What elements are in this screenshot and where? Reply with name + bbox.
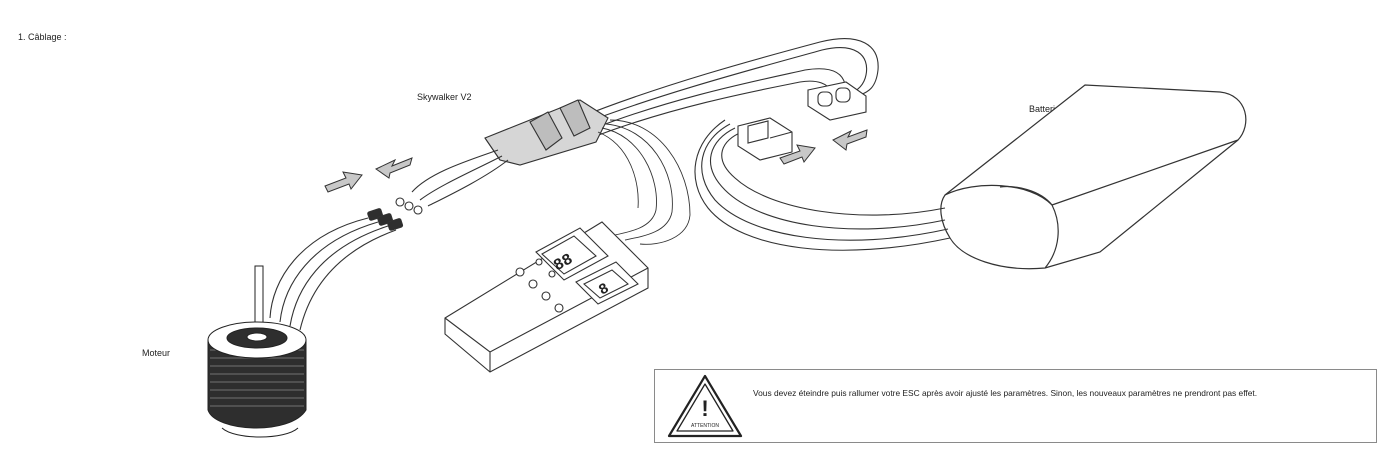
- arrow-esc-left: [375, 157, 413, 179]
- signal-wires: [597, 119, 691, 245]
- esc-label: Skywalker V2: [417, 92, 472, 102]
- battery-leads: [694, 119, 951, 251]
- motor-wires: [269, 217, 397, 331]
- esc-body: [484, 99, 609, 166]
- arrow-connect-right: [779, 144, 816, 165]
- battery-connector: [737, 117, 793, 161]
- warning-triangle-icon: ! ATTENTION: [667, 374, 743, 438]
- motor: [207, 265, 307, 438]
- arrow-esc-right: [324, 171, 363, 193]
- battery-label: Batterie: [1029, 104, 1061, 114]
- esc-motor-wires: [395, 149, 509, 215]
- warning-symbol: !: [701, 396, 708, 421]
- motor-bullet-connectors: [367, 208, 404, 231]
- warning-icon-caption: ATTENTION: [691, 423, 719, 429]
- section-title: 1. Câblage :: [18, 32, 67, 42]
- motor-label: Moteur: [142, 348, 171, 358]
- warning-box: ! ATTENTION Vous devez éteindre puis ral…: [654, 369, 1377, 443]
- programming-card: [444, 221, 649, 373]
- battery-arrows: [779, 129, 868, 165]
- arrow-connect-left: [832, 129, 868, 151]
- esc-battery-cable: [577, 38, 879, 137]
- esc-arrows: [324, 157, 413, 193]
- warning-text: Vous devez éteindre puis rallumer votre …: [753, 388, 1258, 398]
- esc-connector: [807, 81, 867, 121]
- battery: [940, 84, 1247, 270]
